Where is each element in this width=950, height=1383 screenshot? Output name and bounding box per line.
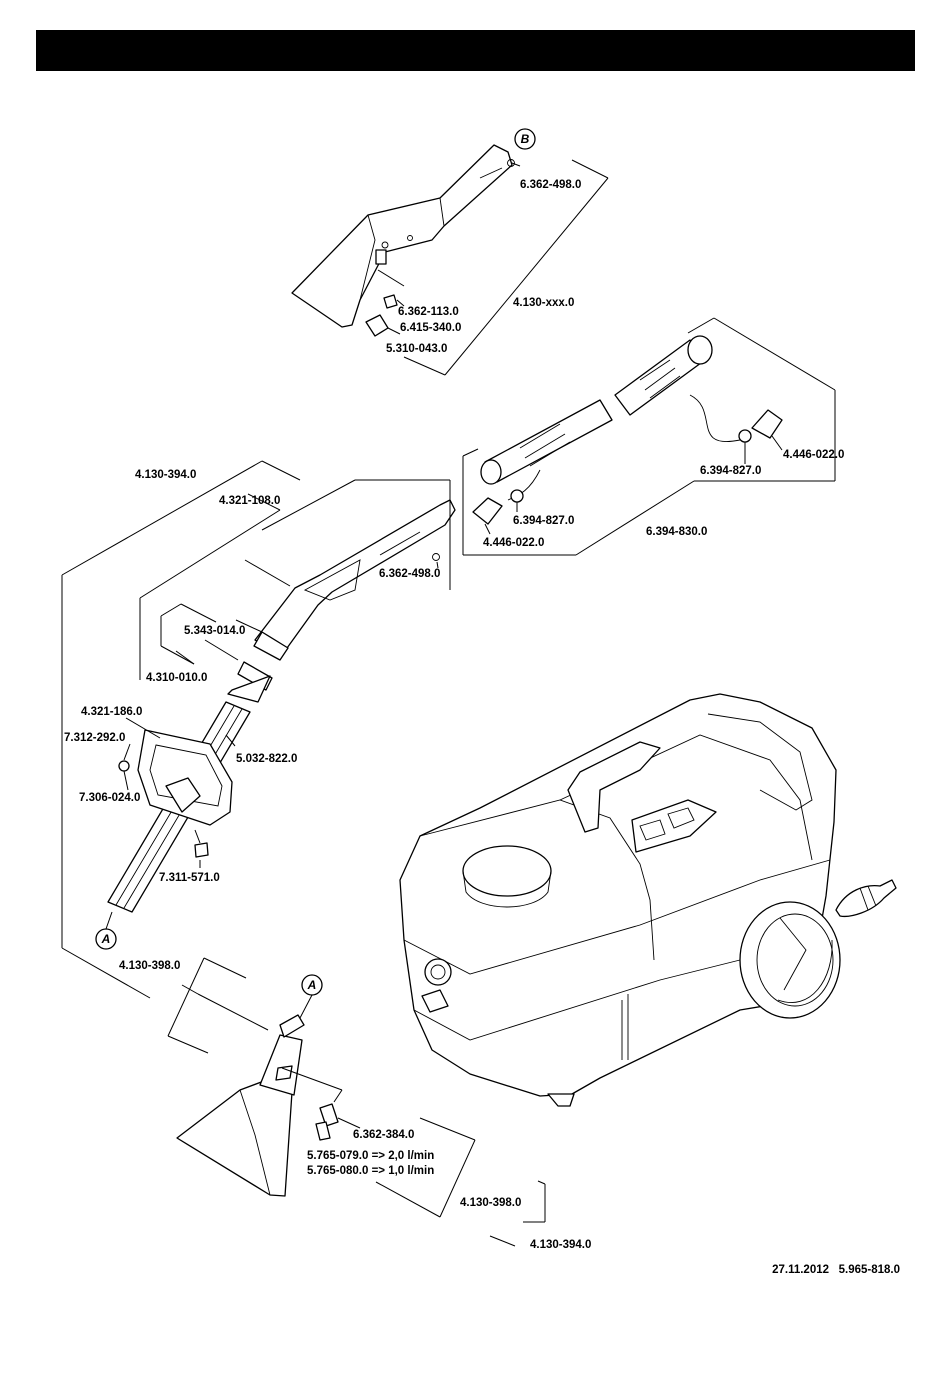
floor-nozzle <box>176 1014 339 1197</box>
footer-date: 27.11.2012 <box>772 1264 830 1276</box>
leader-lines-nozzle <box>167 957 546 1247</box>
label-4446-022-right: 4.446-022.0 <box>783 449 844 461</box>
label-5765-079: 5.765-079.0 => 2,0 l/min <box>307 1150 434 1162</box>
handle-and-tube <box>107 499 456 913</box>
callout-b: B <box>521 132 530 146</box>
header-bar <box>36 30 915 71</box>
label-6362-498-mid: 6.362-498.0 <box>379 568 440 580</box>
label-4130-xxx: 4.130-xxx.0 <box>513 297 574 309</box>
leader-lines-top <box>377 159 609 376</box>
label-6362-498-top: 6.362-498.0 <box>520 179 581 191</box>
label-5310-043: 5.310-043.0 <box>386 343 447 355</box>
footer: 27.11.2012 5.965-818.0 <box>700 1264 900 1276</box>
o-ring-icon <box>507 159 515 167</box>
spray-suction-hose <box>472 335 783 525</box>
footer-doc-number: 5.965-818.0 <box>838 1264 900 1276</box>
o-ring-icon <box>432 553 440 561</box>
upholstery-hand-tool <box>291 144 513 337</box>
label-6394-827-left: 6.394-827.0 <box>513 515 574 527</box>
label-6362-384: 6.362-384.0 <box>353 1129 414 1141</box>
label-7312-292: 7.312-292.0 <box>64 732 125 744</box>
callout-a-lower: A <box>101 932 111 946</box>
label-5765-080: 5.765-080.0 => 1,0 l/min <box>307 1165 434 1177</box>
leader-lines-handle <box>61 460 451 999</box>
label-6415-340: 6.415-340.0 <box>400 322 461 334</box>
callout-circle-b <box>514 128 536 150</box>
callout-a-bottom: A <box>307 978 317 992</box>
label-5032-822: 5.032-822.0 <box>236 753 297 765</box>
label-6362-113: 6.362-113.0 <box>398 306 459 318</box>
label-4321-108: 4.321-108.0 <box>219 495 280 507</box>
label-4321-186: 4.321-186.0 <box>81 706 142 718</box>
label-5343-014: 5.343-014.0 <box>184 625 245 637</box>
label-6394-830: 6.394-830.0 <box>646 526 707 538</box>
label-7306-024: 7.306-024.0 <box>79 792 140 804</box>
label-7311-571: 7.311-571.0 <box>159 872 220 884</box>
leader-lines-hose <box>462 317 836 556</box>
label-4130-394-top: 4.130-394.0 <box>135 469 196 481</box>
label-4130-398-top: 4.130-398.0 <box>119 960 180 972</box>
label-4130-394-bottom: 4.130-394.0 <box>530 1239 591 1251</box>
main-unit <box>399 693 897 1107</box>
label-6394-827-right: 6.394-827.0 <box>700 465 761 477</box>
label-4130-398-bottom: 4.130-398.0 <box>460 1197 521 1209</box>
label-4310-010: 4.310-010.0 <box>146 672 207 684</box>
label-4446-022-left: 4.446-022.0 <box>483 537 544 549</box>
